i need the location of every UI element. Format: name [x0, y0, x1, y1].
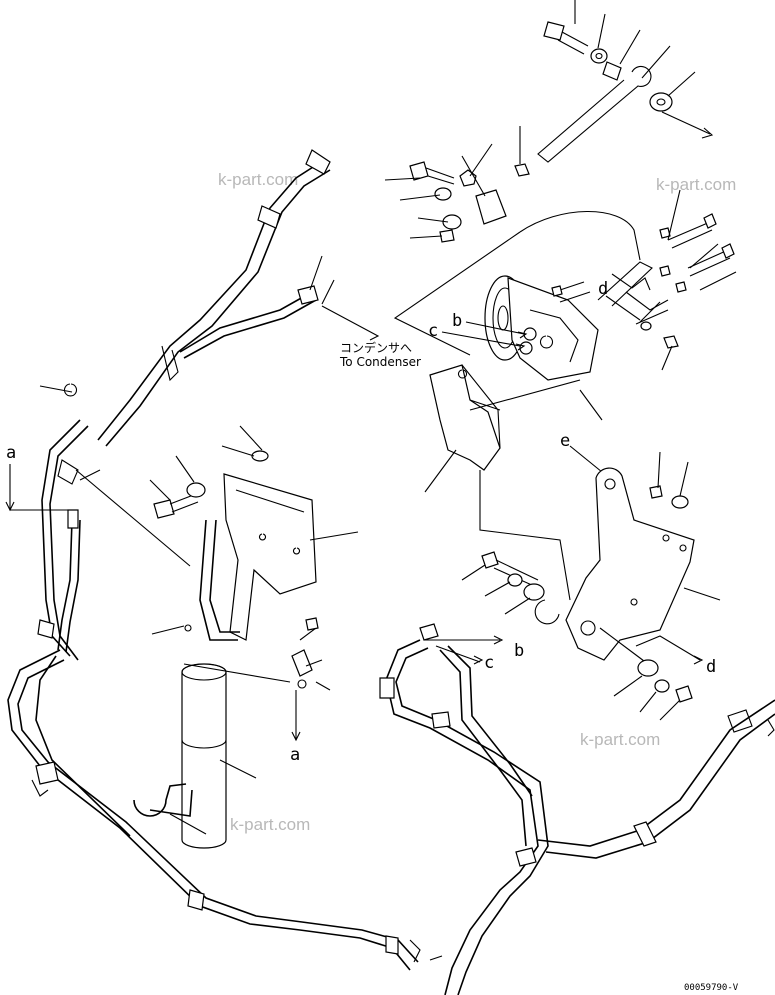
note-japanese: コンデンサへ [340, 340, 412, 355]
spacer [602, 61, 622, 81]
bracket-plate [429, 364, 501, 471]
hose-upper-2 [179, 291, 313, 353]
washer-large [649, 92, 673, 112]
to-condenser-note: コンデンサへ To Condenser [321, 305, 421, 369]
drier-cylinder [181, 663, 227, 849]
watermark-3: k-part.com [580, 730, 660, 749]
adjust-bracket: e d [461, 431, 721, 721]
hose-upper-1 [97, 159, 325, 441]
bracket-plate-adjust [565, 467, 695, 661]
hose-lower-1 [7, 649, 411, 971]
note-english: To Condenser [339, 355, 421, 369]
compressor-body [507, 277, 599, 381]
label-d-bracket: d [706, 657, 716, 677]
label-d-top: d [598, 279, 608, 299]
label-b-lower: b [514, 641, 524, 661]
label-a-lower: a [290, 745, 300, 765]
watermark-2: k-part.com [656, 175, 736, 194]
drier-clamp [133, 783, 193, 817]
washer [590, 48, 608, 64]
label-a-left: a [6, 443, 16, 463]
label-e-bracket: e [560, 431, 570, 451]
upper-left-hoses [39, 149, 335, 447]
drawing-code: 00059790-V [684, 983, 739, 993]
hose-right-2 [537, 699, 775, 847]
compressor-ports: b c d [428, 279, 641, 351]
compressor-bracket [424, 364, 581, 493]
compressor [393, 210, 679, 421]
bolt-head [543, 21, 565, 41]
label-b-top: b [452, 311, 462, 331]
left-hoses: a [5, 419, 191, 661]
clamp-block [475, 189, 507, 225]
compressor-mount-hardware [384, 126, 737, 293]
drier-bracket [223, 473, 317, 641]
watermarks: k-part.com k-part.com k-part.com k-part.… [218, 170, 736, 834]
label-c-top: c [428, 321, 438, 341]
lower-hoses [7, 649, 419, 971]
receiver-drier: a [133, 425, 359, 849]
watermark-1: k-part.com [218, 170, 298, 189]
adjust-rod-group [537, 0, 714, 163]
watermark-4: k-part.com [230, 815, 310, 834]
hose-right-1 [385, 639, 539, 995]
adjust-rod [537, 65, 652, 163]
label-c-lower: c [484, 653, 494, 673]
lower-right-hoses: c b [379, 623, 775, 995]
